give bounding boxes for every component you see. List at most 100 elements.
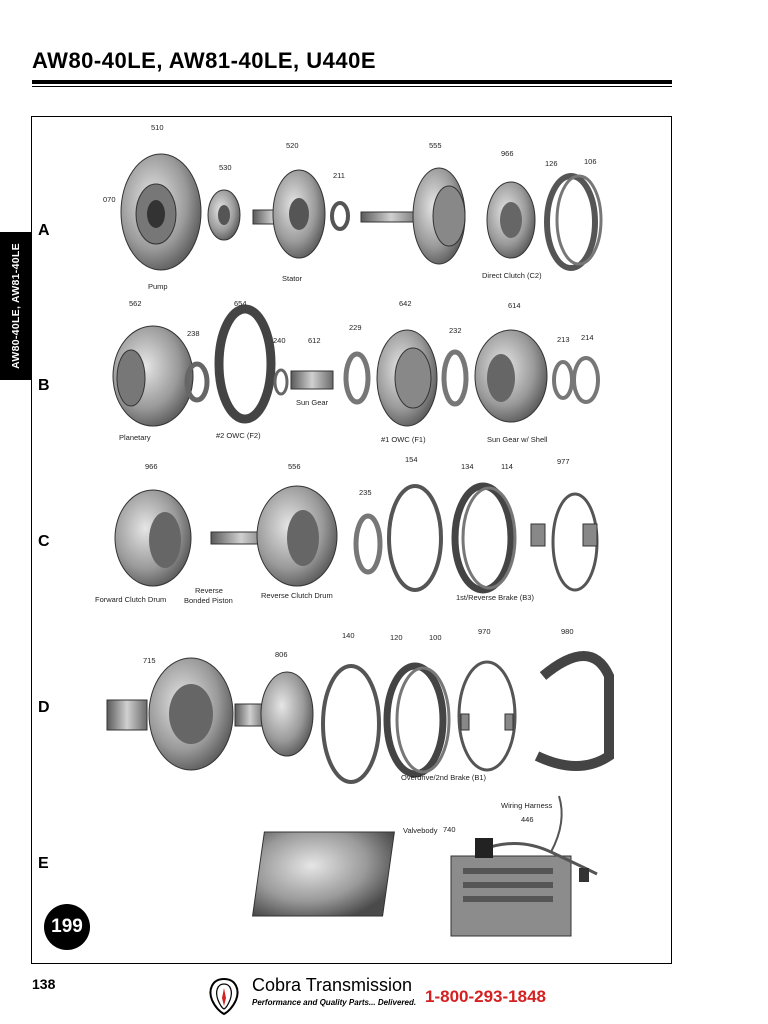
caption: #1 OWC (F1): [381, 435, 426, 444]
page-title: AW80-40LE, AW81-40LE, U440E: [32, 48, 377, 73]
part-number: 213: [557, 335, 570, 344]
part-number: 806: [275, 650, 288, 659]
part-number: 232: [449, 326, 462, 335]
owc-f2: [214, 304, 276, 424]
part-number: 126: [545, 159, 558, 168]
part-number: 614: [508, 301, 521, 310]
part-number: 654: [234, 299, 247, 308]
owc-f1: [376, 329, 438, 427]
part-number: 154: [405, 455, 418, 464]
spring-977: [530, 492, 599, 592]
caption: Sun Gear: [296, 398, 329, 407]
part-number: 229: [349, 323, 362, 332]
part-number: 446: [521, 815, 534, 824]
plates-134-114: [451, 482, 517, 594]
part-number: 211: [333, 171, 345, 180]
caption: Bonded Piston: [184, 596, 233, 605]
planetary: [112, 325, 194, 427]
part-number: 510: [151, 123, 164, 132]
caption: Stator: [282, 274, 303, 283]
row-letter-b: B: [38, 377, 50, 394]
row-letter-d: D: [38, 699, 50, 716]
caption: #2 OWC (F2): [216, 431, 261, 440]
gear-806: [234, 671, 314, 757]
sun-gear-shell: [474, 329, 548, 423]
part-number: 235: [359, 488, 372, 497]
part-number: 106: [584, 157, 597, 166]
part-number: 715: [143, 656, 156, 665]
title-rule-thin: [32, 86, 672, 87]
part-number: 530: [219, 163, 232, 172]
wiring-harness: [475, 795, 598, 882]
part-number: 555: [429, 141, 442, 150]
side-tab-label: AW80-40LE, AW81-40LE: [9, 243, 22, 369]
part-number: 980: [561, 627, 574, 636]
sun-gear: [290, 370, 334, 390]
part-number: 612: [308, 336, 321, 345]
part-number: 520: [286, 141, 299, 150]
washer-240: [273, 368, 289, 396]
cobra-logo-icon: [209, 977, 239, 1016]
part-number: 240: [273, 336, 286, 345]
pump: [120, 153, 202, 271]
part-number: 642: [399, 299, 412, 308]
plates-120-100: [383, 662, 451, 778]
side-tab: AW80-40LE, AW81-40LE: [0, 232, 31, 380]
caption: Reverse Clutch Drum: [261, 591, 333, 600]
washer-238: [184, 361, 210, 403]
part-number: 134: [461, 462, 474, 471]
stator: [252, 169, 326, 259]
washers-213-214: [552, 356, 600, 404]
rings-126-106: [544, 173, 603, 271]
part-number: 070: [103, 195, 116, 204]
spring-970: [457, 660, 517, 772]
caption: Valvebody: [403, 826, 438, 835]
row-letter-c: C: [38, 533, 50, 550]
part-number: 120: [390, 633, 403, 642]
piston-966: [486, 181, 536, 259]
caption: Reverse: [195, 586, 223, 595]
caption: Overdrive/2nd Brake (B1): [401, 773, 487, 782]
washer-232: [441, 349, 469, 407]
part-number: 562: [129, 299, 142, 308]
brand-tagline: Performance and Quality Parts... Deliver…: [252, 998, 417, 1007]
band-980: [534, 651, 614, 771]
plate-154: [387, 484, 443, 592]
caption: Direct Clutch (C2): [482, 271, 542, 280]
forward-clutch-drum: [114, 489, 192, 587]
part-number: 214: [581, 333, 594, 342]
row-letter-e: E: [38, 855, 49, 872]
caption: Forward Clutch Drum: [95, 595, 166, 604]
differential-715: [106, 657, 234, 771]
washer-235: [353, 513, 383, 575]
valvebody: [251, 831, 572, 937]
title-rule-thick: [32, 80, 672, 84]
part-number: 966: [501, 149, 514, 158]
parts-diagram-frame: [31, 116, 672, 964]
section-number-badge: 199: [44, 904, 90, 950]
reverse-clutch-drum: [210, 485, 338, 587]
plate-140: [321, 664, 381, 784]
part-number: 100: [429, 633, 442, 642]
page-number: 138: [32, 976, 56, 992]
caption: Pump: [148, 282, 168, 291]
brand-name: Cobra Transmission: [252, 975, 413, 995]
parts-illustration: 510 530 520 211 555 966 126 106 070 Pump…: [95, 123, 614, 937]
direct-clutch-input: [360, 167, 466, 265]
part-number: 238: [187, 329, 200, 338]
part-number: 114: [501, 462, 513, 471]
washer-211: [330, 201, 350, 231]
part-number: 556: [288, 462, 301, 471]
caption: 1st/Reverse Brake (B3): [456, 593, 534, 602]
caption: Sun Gear w/ Shell: [487, 435, 548, 444]
part-number: 740: [443, 825, 456, 834]
part-number: 140: [342, 631, 355, 640]
caption: Wiring Harness: [501, 801, 553, 810]
row-letter-a: A: [38, 222, 50, 239]
washer-229: [343, 351, 371, 405]
part-number: 966: [145, 462, 158, 471]
caption: Planetary: [119, 433, 151, 442]
phone-number: 1-800-293-1848: [425, 987, 546, 1006]
part-number: 970: [478, 627, 491, 636]
pump-gear: [207, 189, 241, 241]
